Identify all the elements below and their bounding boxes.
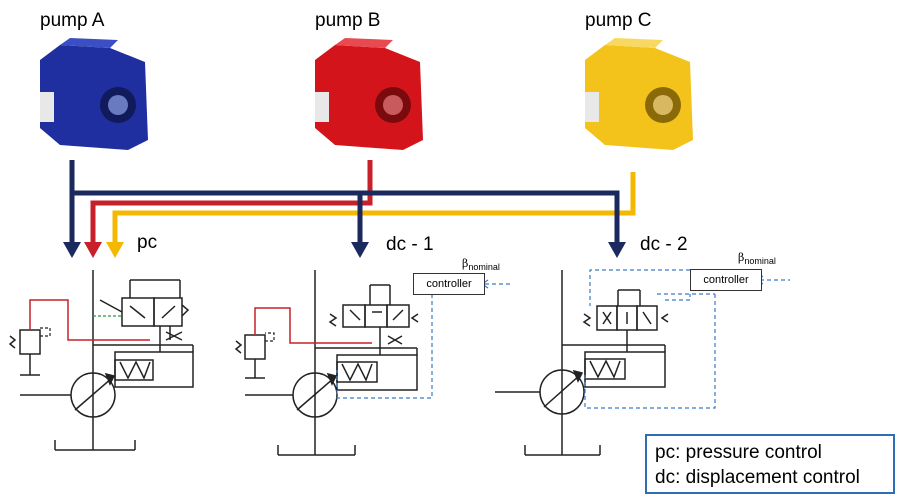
supply-arrowheads <box>63 242 626 258</box>
circuit-pc <box>8 270 194 451</box>
circuit-dc1-red <box>254 307 372 344</box>
circuit-dc2 <box>495 270 669 456</box>
legend-box: pc: pressure control dc: displacement co… <box>645 434 895 494</box>
legend-dc: dc: displacement control <box>655 467 860 488</box>
circuit-dc1-signal <box>336 279 510 399</box>
supply-lines <box>69 160 636 245</box>
dc1-beta-sub: nominal <box>468 262 500 273</box>
circuit-dc1 <box>234 270 419 456</box>
pump-a-image <box>40 38 148 150</box>
legend-pc: pc: pressure control <box>655 442 822 463</box>
dc2-beta-sub: nominal <box>744 256 776 267</box>
dc1-beta-symbol: β <box>462 257 469 270</box>
circuit-dc1-dash <box>265 332 275 342</box>
dc2-controller-box: controller <box>690 269 762 291</box>
pump-b-image <box>315 38 423 150</box>
config-dc2-label: dc - 2 <box>640 234 688 255</box>
dc1-controller-box: controller <box>413 273 485 295</box>
config-pc-label: pc <box>137 232 158 253</box>
dc2-beta-nominal: βnominal <box>738 251 776 266</box>
circuit-pc-red <box>29 299 150 341</box>
dc2-beta-symbol: β <box>738 251 745 264</box>
pump-c-image <box>585 38 693 150</box>
dc1-beta-nominal: βnominal <box>462 257 500 272</box>
pump-a-title: pump A <box>40 10 105 31</box>
pump-c-title: pump C <box>585 10 652 31</box>
config-dc1-label: dc - 1 <box>386 234 434 255</box>
pump-b-title: pump B <box>315 10 381 31</box>
circuit-pc-dash <box>40 327 51 337</box>
